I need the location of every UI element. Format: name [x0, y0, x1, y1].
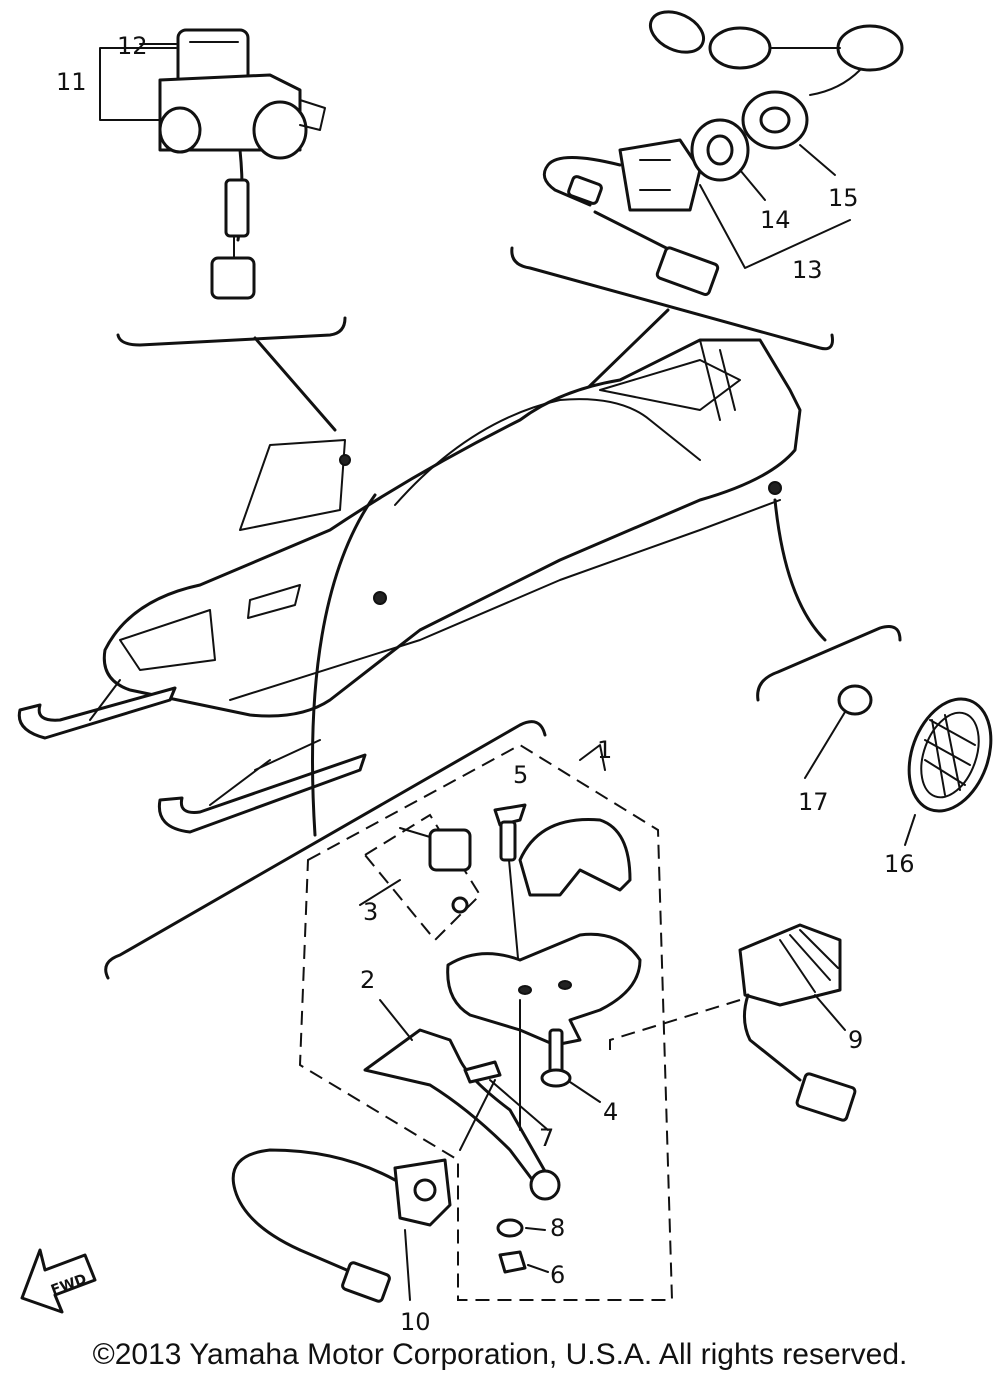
left-ski: [17, 686, 177, 740]
copyright-notice: ©2013 Yamaha Motor Corporation, U.S.A. A…: [92, 1338, 908, 1371]
brake-assembly-part-1: 1 5 3 2 4 7 8 6: [298, 736, 674, 1301]
label-part-17: 17: [798, 788, 829, 816]
washer-part-8: [496, 1218, 524, 1238]
fwd-arrow-icon: FWD: [20, 1248, 97, 1314]
switch-connector: [655, 246, 720, 296]
label-part-12: 12: [117, 32, 148, 60]
callout-top-right: 13 14 15: [388, 10, 904, 582]
label-part-15: 15: [828, 184, 859, 212]
leader-rear-to-callout: [773, 498, 827, 642]
lever-cover: [518, 818, 632, 897]
key-ring: [649, 10, 904, 96]
leader-cover-to-assembly: [311, 493, 377, 837]
label-part-1: 1: [597, 736, 612, 764]
label-part-11: 11: [56, 68, 87, 96]
main-switch-part-13: [618, 138, 702, 212]
relay-bracket-part-11: [158, 73, 326, 160]
brake-switch-part-9: 9: [609, 923, 863, 1122]
label-part-14: 14: [760, 206, 791, 234]
lever-bracket: [446, 932, 642, 1047]
snowmobile: [17, 338, 802, 834]
label-part-16: 16: [884, 850, 915, 878]
label-part-6: 6: [550, 1261, 565, 1289]
label-part-9: 9: [848, 1026, 863, 1054]
nut-part-6: [498, 1250, 527, 1274]
label-part-3: 3: [363, 898, 378, 926]
clamp-part-3: [428, 828, 472, 872]
socket-part-17: [804, 684, 873, 779]
tail-lens-part-16: [904, 697, 993, 846]
label-part-7: 7: [539, 1124, 554, 1152]
headlight: [119, 609, 216, 671]
callout-right: 17 16: [756, 625, 993, 878]
callout-bottom-bracket: [104, 720, 547, 980]
label-part-8: 8: [550, 1214, 565, 1242]
label-part-5: 5: [513, 761, 528, 789]
label-part-13: 13: [792, 256, 823, 284]
relay-connector: [210, 256, 256, 300]
stop-switch-part-10: 10: [231, 1148, 452, 1336]
windshield: [239, 439, 346, 531]
label-part-10: 10: [400, 1308, 431, 1336]
callout-top-left: 12 11: [56, 28, 347, 432]
label-part-2: 2: [360, 966, 375, 994]
label-part-4: 4: [603, 1098, 618, 1126]
